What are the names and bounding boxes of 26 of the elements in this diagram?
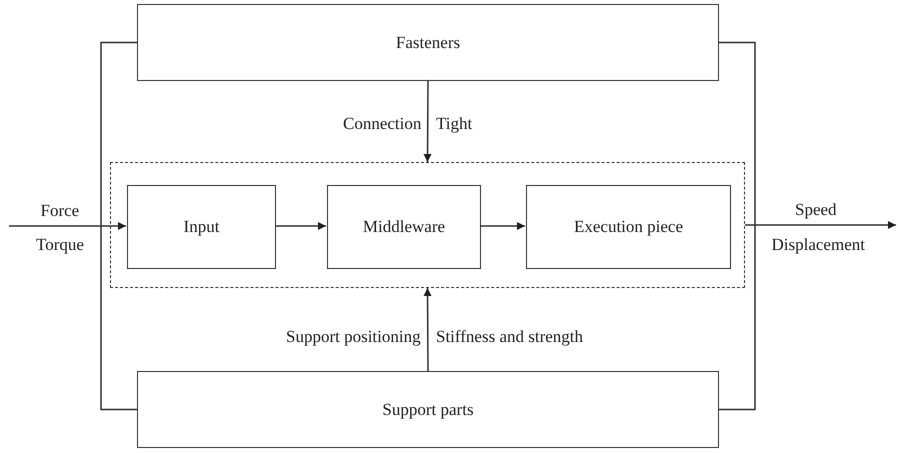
arrow <box>424 81 432 162</box>
box-label: Input <box>184 217 220 237</box>
process-box <box>327 185 481 269</box>
flow-label: Support positioning <box>286 327 421 347</box>
box-label: Fasteners <box>396 32 460 52</box>
flow-label: Force <box>40 201 80 221</box>
process-box <box>526 185 731 269</box>
process-box <box>137 371 719 448</box>
arrow <box>745 221 896 229</box>
flow-label: Stiffness and strength <box>436 327 584 347</box>
box-label: Middleware <box>362 217 446 237</box>
arrow <box>424 288 432 371</box>
connector-line <box>719 42 756 410</box>
arrow <box>275 222 326 230</box>
arrow <box>480 222 525 230</box>
box-label: Execution piece <box>574 217 684 237</box>
process-box <box>137 4 719 81</box>
flow-label: Displacement <box>772 235 865 255</box>
flow-label: Speed <box>795 200 837 220</box>
flow-label: Torque <box>36 235 84 255</box>
box-label: Support parts <box>382 400 474 420</box>
connector-line <box>100 42 137 410</box>
flow-label: Tight <box>436 114 472 134</box>
flow-label: Connection <box>343 114 422 134</box>
dashed-group-box <box>110 162 745 288</box>
process-box <box>127 185 276 269</box>
